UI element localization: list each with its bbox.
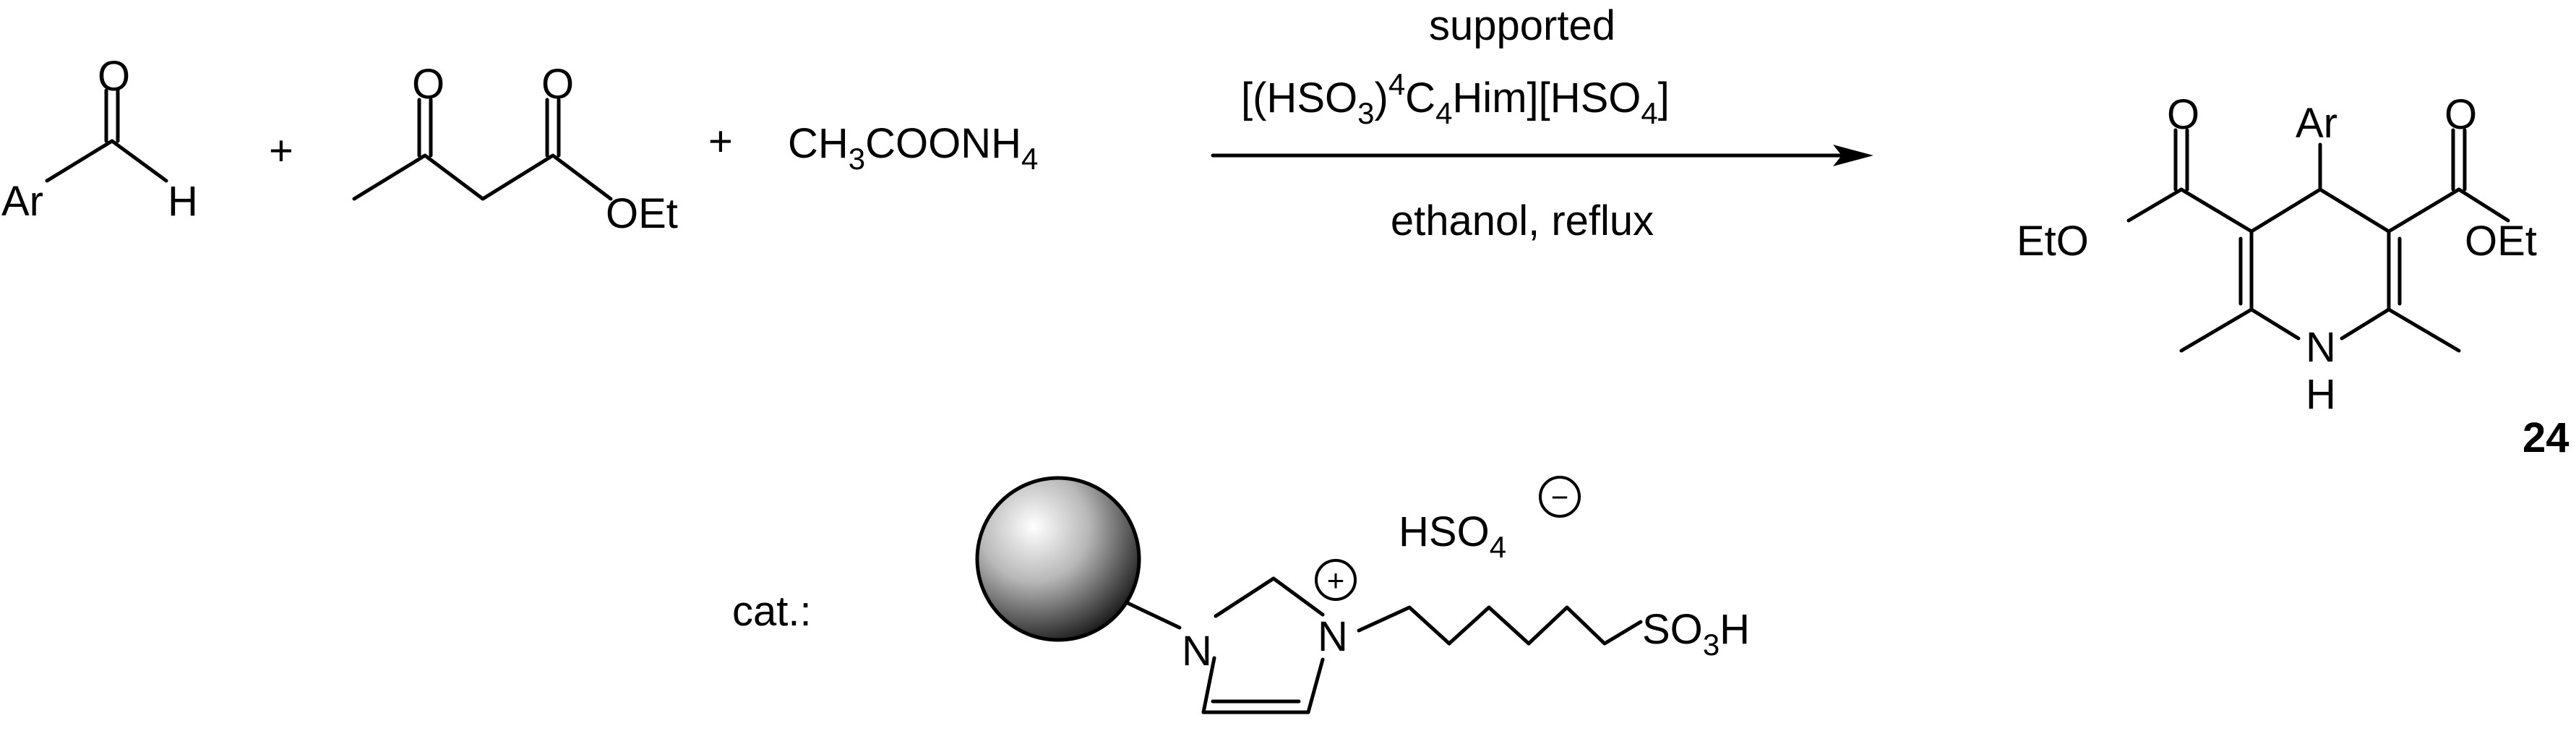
product-h-label: H — [2306, 371, 2336, 418]
product-oet-label: OEt — [2465, 218, 2537, 265]
plus-sign-1: + — [269, 127, 293, 174]
product-structure: Ar O O EtO OEt N H 24 — [2017, 91, 2569, 461]
product-o-left-label: O — [2167, 91, 2199, 138]
imidazole-n3-label: N — [1318, 613, 1348, 660]
product-eto-label: EtO — [2017, 218, 2089, 265]
imidazole-n1-label: N — [1182, 628, 1212, 675]
aldehyde-ar-label: Ar — [1, 178, 43, 225]
negative-charge-circle — [1539, 476, 1581, 518]
solid-support-bead — [975, 476, 1141, 642]
ammonium-acetate-formula: CH3COONH4 — [788, 120, 1038, 176]
ketone-o-label: O — [412, 61, 445, 108]
plus-sign-2: + — [708, 118, 733, 165]
condition-supported: supported — [1429, 2, 1615, 49]
catalyst-label: cat.: — [732, 588, 812, 635]
ester-oet-label: OEt — [606, 190, 678, 237]
sulfonic-acid-label: SO3H — [1642, 606, 1750, 662]
ketoester-structure: O O OEt — [352, 61, 678, 237]
condition-catalyst-formula: [(HSO3)4C4Him][HSO4] — [1241, 67, 1670, 130]
ester-carbonyl-o-label: O — [541, 61, 574, 108]
product-ar-label: Ar — [2296, 100, 2337, 147]
compound-number: 24 — [2523, 414, 2569, 461]
aldehyde-structure: Ar O H — [1, 53, 198, 225]
product-n-label: N — [2306, 324, 2336, 371]
reaction-arrow — [1211, 145, 1873, 166]
aldehyde-h-label: H — [168, 178, 198, 225]
negative-charge-sign: − — [1551, 480, 1569, 514]
positive-charge-sign: + — [1327, 563, 1345, 597]
product-o-right-label: O — [2444, 91, 2477, 138]
condition-solvent: ethanol, reflux — [1391, 197, 1654, 244]
supported-catalyst-structure: N N + SO3H HSO4 − — [975, 476, 1750, 714]
positive-charge-circle — [1315, 559, 1357, 601]
hydrogensulfate-anion: HSO4 — [1399, 508, 1506, 564]
aldehyde-o-label: O — [98, 53, 130, 100]
